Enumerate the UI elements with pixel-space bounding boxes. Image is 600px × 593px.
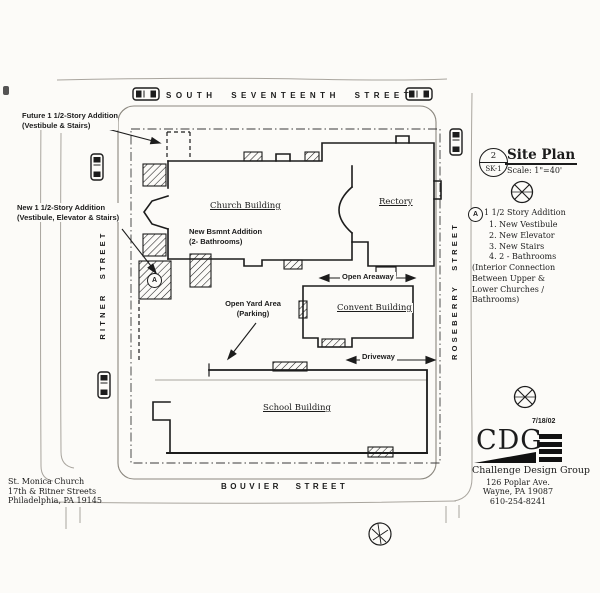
note-item: 4. 2 - Bathrooms xyxy=(489,252,557,262)
logo-bar xyxy=(539,456,562,462)
street-name-right: ROSEBERRY STREET xyxy=(450,222,459,360)
note-footnote-line: Lower Churches / xyxy=(472,284,545,294)
drawing-date: 7/18/02 xyxy=(532,418,556,425)
stair-hatch xyxy=(142,233,167,257)
vent-hatch xyxy=(298,300,308,319)
firm-address-line1: 126 Poplar Ave. xyxy=(486,478,550,487)
car-icon xyxy=(449,128,463,156)
note-marker-a: A xyxy=(468,207,483,222)
logo-bar xyxy=(539,449,562,454)
vent-hatch xyxy=(321,338,346,348)
firm-phone: 610-254-8241 xyxy=(489,496,547,506)
note-heading: 1 1/2 Story Addition xyxy=(484,208,566,217)
car-icon xyxy=(90,153,104,181)
dimension-lines xyxy=(318,273,437,365)
rectory-label: Rectory xyxy=(378,197,414,207)
firm-logo: CDG xyxy=(476,425,543,456)
drawing-number-bubble: 2 SK-1 xyxy=(479,148,508,177)
vent-hatch xyxy=(272,361,308,372)
project-block: St. Monica Church 17th & Ritner Streets … xyxy=(8,477,102,506)
open-areaway-label: Open Areaway xyxy=(340,272,396,281)
project-city: Philadelphia, PA 19145 xyxy=(8,496,102,506)
plan-marker-a: A xyxy=(147,273,162,288)
stair-hatch xyxy=(142,163,167,187)
drawing-number: 2 xyxy=(480,149,507,163)
note-item: 1. New Vestibule xyxy=(489,220,558,229)
future-addition-note-line2: (Vestibule & Stairs) xyxy=(22,120,118,130)
new-addition-note: New 1 1/2-Story Addition (Vestibule, Ele… xyxy=(17,203,120,222)
stair-hatch xyxy=(243,151,263,162)
scan-speck xyxy=(3,86,9,95)
hatched-areas xyxy=(138,151,394,458)
bsmnt-addition-note-line2: (2- Bathrooms) xyxy=(189,236,263,246)
church-building-label: Church Building xyxy=(209,201,282,211)
car-icon xyxy=(132,87,160,101)
convent-building-outline xyxy=(302,285,414,348)
school-building-label: School Building xyxy=(262,403,332,413)
drawing-title: Site Plan xyxy=(505,147,578,165)
sheet-number: SK-1 xyxy=(485,165,502,173)
project-address: 17th & Ritner Streets xyxy=(8,486,97,496)
firm-name: Challenge Design Group xyxy=(472,465,591,476)
convent-building-label: Convent Building xyxy=(336,303,413,313)
survey-marker-icon xyxy=(510,180,534,204)
bsmnt-addition-hatch xyxy=(189,253,212,288)
car-icon xyxy=(97,371,111,399)
project-name: St. Monica Church xyxy=(8,477,85,486)
logo-wedge xyxy=(474,452,536,463)
vent-hatch xyxy=(367,446,394,458)
bsmnt-addition-note-line1: New Bsmnt Addition xyxy=(189,227,263,237)
street-curb-lines xyxy=(40,77,473,529)
note-footnote-line: (Interior Connection xyxy=(472,263,556,272)
property-line xyxy=(130,128,441,464)
new-addition-note-line2: (Vestibule, Elevator & Stairs) xyxy=(17,212,120,222)
note-footnote-line: Between Upper & xyxy=(472,273,546,283)
open-yard-note-line2: (Parking) xyxy=(221,308,285,318)
open-yard-note: Open Yard Area (Parking) xyxy=(221,299,285,318)
note-item: 2. New Elevator xyxy=(489,230,555,240)
note-footnote-line: Bathrooms) xyxy=(472,295,520,305)
bsmnt-addition-note: New Bsmnt Addition (2- Bathrooms) xyxy=(189,227,263,246)
open-yard-note-line1: Open Yard Area xyxy=(221,299,285,309)
logo-bar xyxy=(539,434,562,439)
street-name-bottom: BOUVIER STREET xyxy=(221,482,349,491)
driveway-label: Driveway xyxy=(360,352,397,361)
church-building-outline xyxy=(143,135,442,277)
firm-address-line2: Wayne, PA 19087 xyxy=(482,487,554,497)
note-footnote: (Interior Connection Between Upper & Low… xyxy=(472,263,555,306)
firm-address: 126 Poplar Ave. Wayne, PA 19087 610-254-… xyxy=(479,478,557,506)
scale-label: Scale: 1"=40' xyxy=(507,166,563,175)
street-name-left: RITNER STREET xyxy=(98,230,107,340)
stair-hatch xyxy=(304,151,320,162)
street-name-top: SOUTH SEVENTEENTH STREET xyxy=(166,91,414,100)
note-item: 3. New Stairs xyxy=(489,241,545,251)
future-addition-note: Future 1 1/2-Story Addition (Vestibule &… xyxy=(22,111,118,130)
survey-marker-icon xyxy=(513,385,537,409)
future-addition-note-line1: Future 1 1/2-Story Addition xyxy=(22,111,118,121)
note-items: 1. New Vestibule 2. New Elevator 3. New … xyxy=(489,220,558,263)
future-addition-dashed-outline xyxy=(138,131,191,361)
block-boundary xyxy=(117,105,437,480)
new-addition-note-line1: New 1 1/2-Story Addition xyxy=(17,203,120,213)
tree-icon xyxy=(368,522,392,546)
vent-hatch xyxy=(283,259,303,270)
logo-bar xyxy=(539,441,562,447)
